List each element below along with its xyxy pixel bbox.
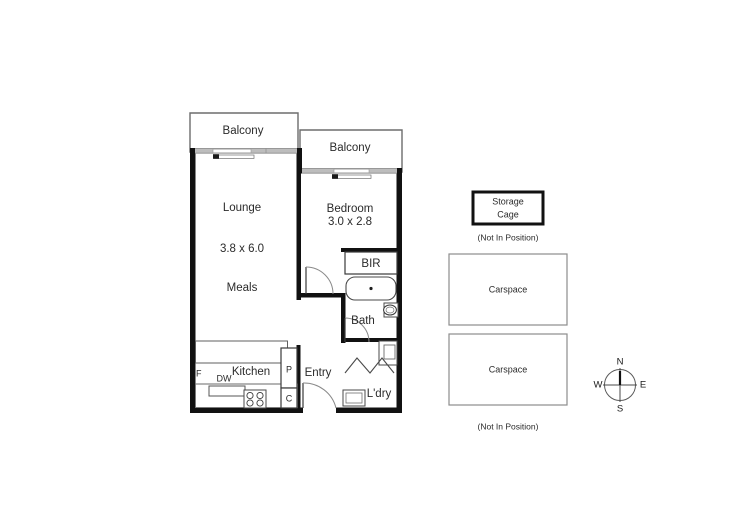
bathtub (345, 276, 397, 301)
compass-rose (603, 368, 637, 402)
bedroom-label: Bedroom (327, 203, 374, 215)
meals-door-swing (305, 266, 334, 295)
compass-east-label: E (640, 380, 646, 391)
internal-walls (296, 172, 397, 409)
laundry-label: L'dry (367, 388, 392, 400)
entry-door-swing (302, 382, 337, 409)
lounge-label: Lounge (223, 202, 261, 214)
lounge-sliding-door (195, 147, 297, 159)
lounge-dimension: 3.8 x 6.0 (220, 243, 264, 255)
carspace-note: (Not In Position) (478, 421, 539, 431)
carspace-1-label: Carspace (489, 284, 528, 294)
pantry-label: P (286, 364, 292, 374)
kitchen-label: Kitchen (232, 366, 270, 378)
carspace-2-box (448, 333, 568, 406)
storage-cage-label-line2: Cage (497, 209, 519, 219)
carspace-2-label: Carspace (489, 364, 528, 374)
bath-vanity-basin (383, 302, 399, 318)
bath-label: Bath (351, 315, 375, 327)
cupboard-box (280, 387, 298, 409)
storage-cage-box (471, 190, 545, 226)
balcony-lounge-label: Balcony (223, 125, 264, 137)
dishwasher-label: DW (217, 373, 232, 383)
laundry-trough (342, 389, 366, 407)
balcony-bedroom-label: Balcony (330, 142, 371, 154)
bir-label: BIR (361, 258, 380, 270)
cooktop (243, 389, 267, 409)
dishwasher-unit (208, 385, 246, 397)
compass-south-label: S (617, 404, 623, 415)
bedroom-dimension: 3.0 x 2.8 (328, 216, 372, 228)
meals-label: Meals (227, 282, 258, 294)
bedroom-sliding-door (302, 167, 397, 179)
compass-north-label: N (617, 357, 624, 368)
bedroom-robe-bir (344, 251, 398, 275)
compass-west-label: W (594, 380, 603, 391)
storage-cage-label-line1: Storage (492, 196, 524, 206)
storage-cage-note: (Not In Position) (478, 232, 539, 242)
laundry-zigzag-symbol (344, 357, 395, 374)
fridge-label: F (196, 368, 202, 378)
carspace-1-box (448, 253, 568, 326)
cupboard-label: C (286, 393, 293, 403)
bath-wc-fixture (378, 340, 398, 366)
entry-label: Entry (305, 367, 332, 379)
bath-door-swing (344, 317, 370, 343)
